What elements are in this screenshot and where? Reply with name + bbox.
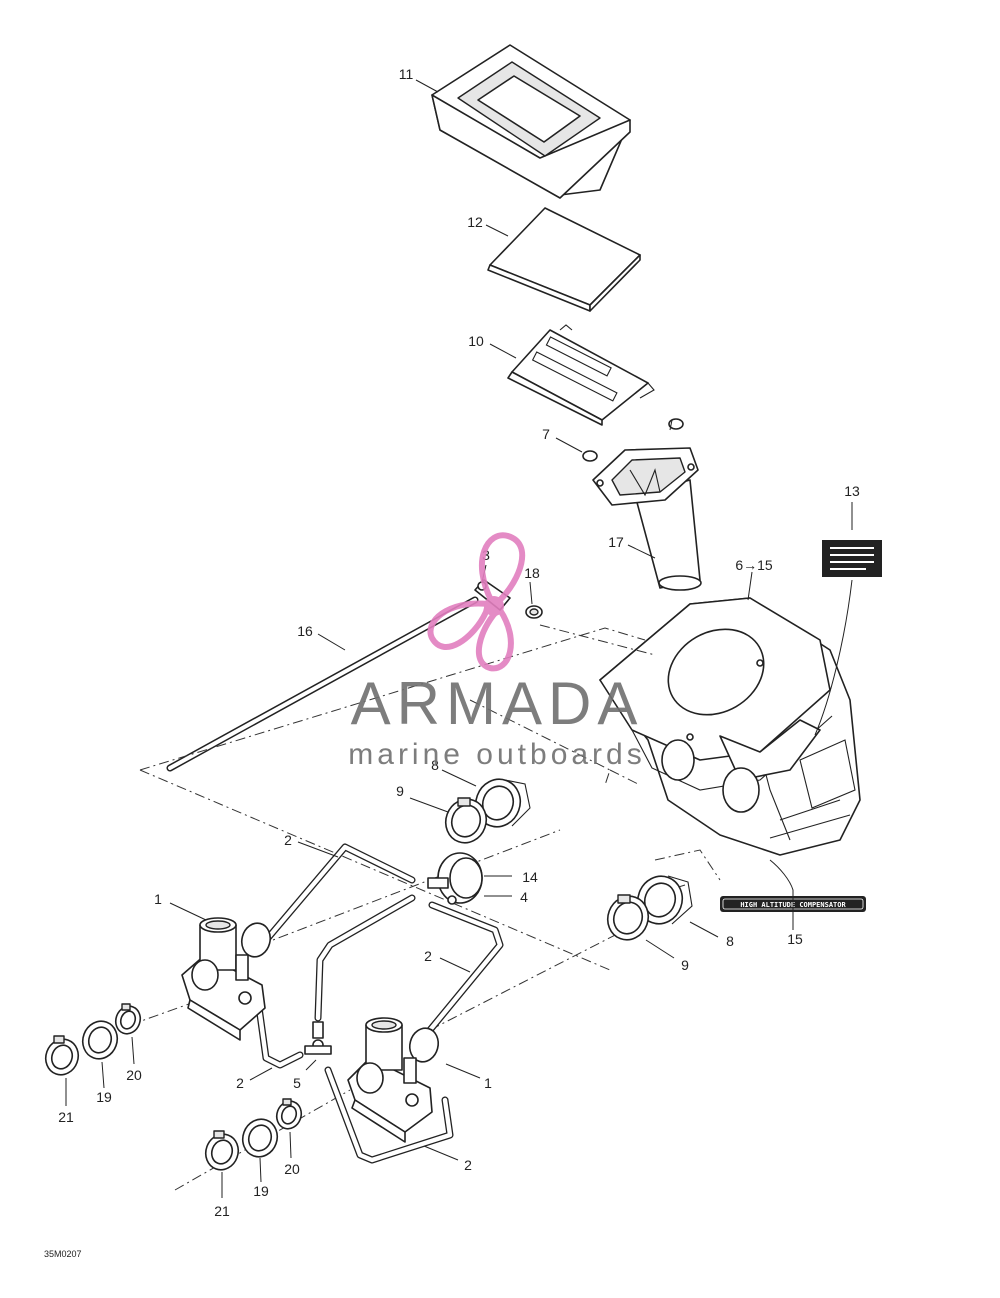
callout-13: 13 (844, 483, 860, 499)
clamp-20 (114, 1003, 142, 1035)
callout-8: 8 (726, 933, 734, 949)
callout-6-15: 6→15 (735, 557, 773, 573)
callout-7: 7 (542, 426, 550, 442)
callout-21: 21 (58, 1109, 74, 1125)
fuel-hose (254, 843, 504, 1164)
callout-14: 14 (522, 869, 538, 885)
carburetor (347, 1017, 440, 1143)
callout-2: 2 (236, 1075, 244, 1091)
callout-9: 9 (396, 783, 404, 799)
intake-funnel (592, 447, 702, 591)
choke-rod (166, 596, 479, 772)
propeller-logo-icon (427, 532, 526, 672)
support-plate (507, 324, 655, 426)
hose-connector (304, 1021, 332, 1055)
rubber-plug (582, 418, 684, 462)
callout-4: 4 (520, 889, 528, 905)
air-silencer-housing (599, 597, 861, 856)
rubber-sleeve (636, 875, 693, 925)
callout-2: 2 (424, 948, 432, 964)
watermark-brand: ARMADA (351, 670, 644, 737)
callout-12: 12 (467, 214, 483, 230)
warning-decal (822, 540, 882, 577)
callout-5: 5 (293, 1075, 301, 1091)
hose-clamp (606, 894, 650, 941)
watermark-tagline: marine outboards (348, 738, 645, 771)
sleeve-19 (81, 1020, 119, 1060)
callout-labels: 11 12 10 7 17 13 6→15 3 18 16 8 9 2 14 4… (58, 66, 860, 1219)
callout-1: 1 (484, 1075, 492, 1091)
sleeve-19 (241, 1118, 279, 1158)
air-filter-frame (431, 44, 631, 199)
armada-watermark: ARMADA marine outboards (348, 532, 645, 771)
callout-10: 10 (468, 333, 484, 349)
callout-1: 1 (154, 891, 162, 907)
callout-18: 18 (524, 565, 540, 581)
callout-20: 20 (126, 1067, 142, 1083)
carburetor (181, 917, 272, 1041)
callout-8: 8 (431, 757, 439, 773)
callout-20: 20 (284, 1161, 300, 1177)
callout-21: 21 (214, 1203, 230, 1219)
callout-9: 9 (681, 957, 689, 973)
filter-pad (487, 207, 641, 312)
callout-16: 16 (297, 623, 313, 639)
clamp-21 (44, 1035, 80, 1076)
callout-15: 15 (787, 931, 803, 947)
callout-2: 2 (464, 1157, 472, 1173)
hose-clamp (444, 797, 488, 844)
rubber-sleeve (474, 778, 531, 828)
callout-11: 11 (399, 66, 414, 82)
callout-19: 19 (253, 1183, 269, 1199)
drawing-code: 35M0207 (44, 1249, 82, 1259)
callout-2: 2 (284, 832, 292, 848)
callout-19: 19 (96, 1089, 112, 1105)
callout-17: 17 (608, 534, 624, 550)
clamp-21 (204, 1130, 240, 1171)
clamp-20 (275, 1098, 303, 1130)
altitude-compensator (427, 852, 483, 905)
